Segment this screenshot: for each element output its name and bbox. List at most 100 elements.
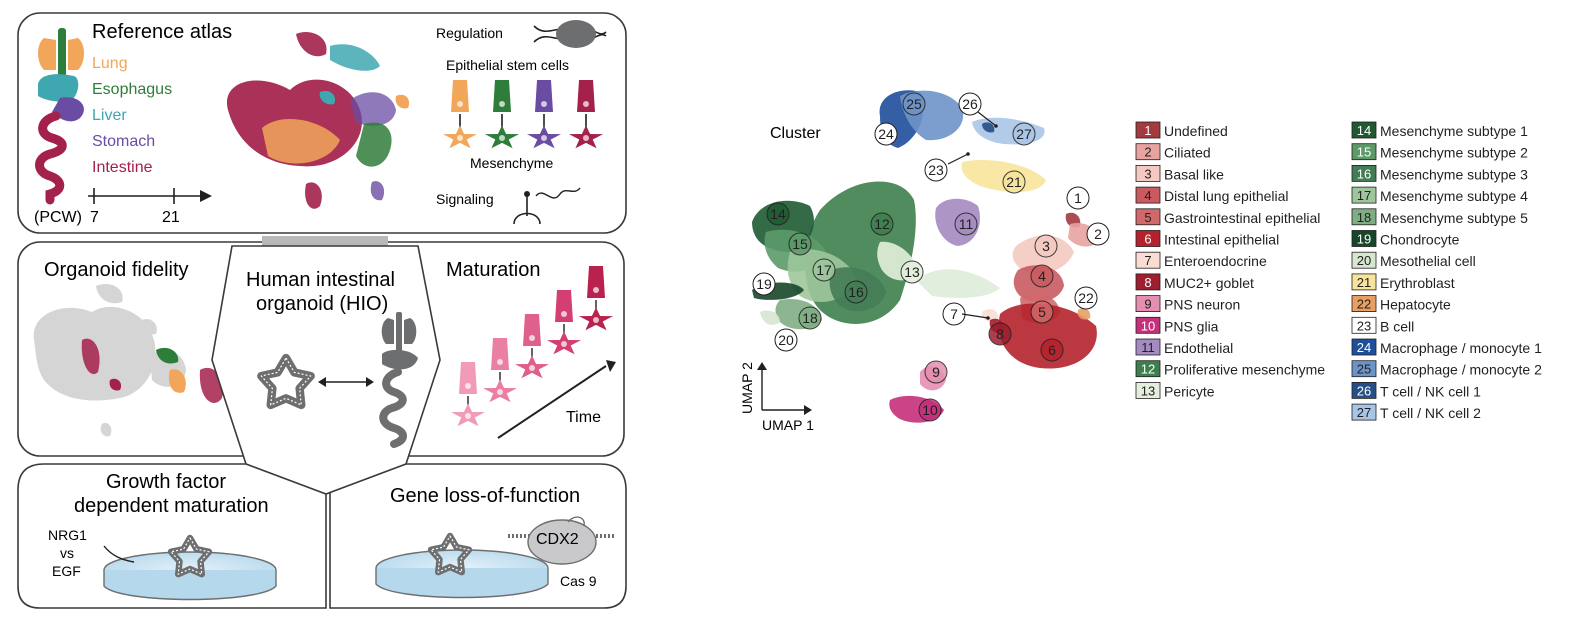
pcw-label: (PCW) xyxy=(34,209,82,226)
legend-swatch-number: 27 xyxy=(1357,405,1371,420)
signaling-label: Signaling xyxy=(436,191,494,207)
legend-label: Endothelial xyxy=(1164,340,1233,356)
umap-cluster-region xyxy=(981,309,999,322)
cluster-callout: 12 xyxy=(870,212,894,236)
umap-cluster-region xyxy=(982,122,995,133)
legend-swatch xyxy=(1351,186,1377,204)
umap-title: Cluster xyxy=(770,125,821,142)
cluster-callout-number: 20 xyxy=(778,332,794,348)
double-arrow xyxy=(318,377,374,387)
legend-label: Mesenchyme subtype 4 xyxy=(1380,188,1528,204)
maturation-cell-icon xyxy=(578,266,614,331)
nrg1-label: NRG1 xyxy=(48,527,87,543)
legend-swatch xyxy=(1351,230,1377,247)
pcw-timeline: (PCW) 7 21 xyxy=(34,188,212,226)
cluster-callout-number: 6 xyxy=(1048,342,1056,358)
cluster-callout: 24 xyxy=(874,122,898,146)
legend-swatch-number: 5 xyxy=(1144,210,1151,225)
legend-label: Ciliated xyxy=(1164,145,1211,161)
cluster-callout: 4 xyxy=(1030,264,1054,288)
cluster-callout: 25 xyxy=(902,92,926,116)
legend-swatch xyxy=(1135,208,1161,226)
legend-label: PNS glia xyxy=(1164,318,1219,334)
legend-swatch xyxy=(1135,381,1161,399)
maturation-cell-icon xyxy=(450,362,486,427)
cluster-callout-number: 3 xyxy=(1042,238,1050,254)
legend-swatch-number: 26 xyxy=(1357,383,1371,398)
legend-label: Mesenchyme subtype 3 xyxy=(1380,166,1528,182)
organ-label: Esophagus xyxy=(92,81,172,98)
culture-dish-icon xyxy=(103,551,277,601)
organoid-icon xyxy=(257,353,315,410)
legend-swatch-number: 4 xyxy=(1144,188,1151,203)
organ-body-icon xyxy=(35,28,84,205)
legend-swatch xyxy=(1135,316,1161,334)
cluster-callout-number: 4 xyxy=(1038,268,1046,284)
legend-swatch xyxy=(1351,121,1377,139)
organ-label: Intestine xyxy=(92,159,153,176)
legend-label: Intestinal epithelial xyxy=(1164,232,1279,248)
cluster-callout: 16 xyxy=(844,280,868,304)
hio-organ-icon xyxy=(379,312,418,448)
legend-swatch xyxy=(1351,143,1377,161)
cluster-callout: 13 xyxy=(900,260,924,284)
cluster-callout-number: 22 xyxy=(1078,290,1094,306)
cluster-callout-number: 18 xyxy=(802,310,818,326)
cluster-callout-number: 15 xyxy=(792,236,808,252)
fidelity-umap xyxy=(33,283,223,437)
cluster-callout-number: 1 xyxy=(1074,190,1082,206)
legend-swatch-number: 1 xyxy=(1144,123,1151,138)
legend-item: 8 MUC2+ goblet xyxy=(1135,273,1254,291)
cluster-callout: 21 xyxy=(1002,170,1026,194)
legend-swatch-number: 24 xyxy=(1357,340,1371,355)
legend-swatch-number: 25 xyxy=(1357,362,1371,377)
legend-swatch xyxy=(1351,403,1377,421)
organoid-icon xyxy=(427,532,473,576)
cluster-callout-number: 13 xyxy=(904,264,920,280)
umap-axes: UMAP 1 UMAP 2 xyxy=(739,362,814,433)
legend-swatch-number: 8 xyxy=(1144,275,1151,290)
cluster-callout-number: 10 xyxy=(922,402,938,418)
legend-swatch-number: 19 xyxy=(1357,232,1371,247)
cluster-callout: 23 xyxy=(924,158,948,182)
cluster-callout: 17 xyxy=(812,258,836,282)
cluster-callout: 3 xyxy=(1034,234,1058,258)
organoid-icon xyxy=(167,534,213,578)
umap-cluster-region xyxy=(760,310,780,325)
legend-label: MUC2+ goblet xyxy=(1164,275,1254,291)
legend-swatch-number: 17 xyxy=(1357,188,1371,203)
legend-swatch-number: 13 xyxy=(1141,383,1155,398)
stem-cells-label: Epithelial stem cells xyxy=(446,57,569,73)
cluster-callout-number: 27 xyxy=(1016,126,1032,142)
legend-item: 6 Intestinal epithelial xyxy=(1135,230,1279,248)
legend-label: T cell / NK cell 2 xyxy=(1380,405,1481,421)
legend-item: 24 Macrophage / monocyte 1 xyxy=(1351,338,1542,356)
organ-label: Lung xyxy=(92,55,128,72)
legend-swatch-number: 6 xyxy=(1144,232,1151,247)
legend-swatch xyxy=(1351,338,1377,356)
legend-label: Chondrocyte xyxy=(1380,232,1460,248)
cluster-callout-number: 9 xyxy=(932,364,940,380)
cluster-callout: 15 xyxy=(788,232,812,256)
legend-item: 19 Chondrocyte xyxy=(1351,230,1460,248)
legend-label: Enteroendocrine xyxy=(1164,253,1267,269)
legend-label: PNS neuron xyxy=(1164,297,1240,313)
legend-swatch xyxy=(1135,164,1161,182)
cluster-callout-number: 25 xyxy=(906,96,922,112)
legend-label: Macrophage / monocyte 1 xyxy=(1380,340,1542,356)
cluster-callout-number: 7 xyxy=(950,306,958,322)
legend-swatch xyxy=(1351,273,1377,291)
legend-swatch-number: 12 xyxy=(1141,362,1155,377)
legend-swatch xyxy=(1135,338,1161,356)
cluster-callout: 10 xyxy=(918,398,942,422)
legend-label: Distal lung epithelial xyxy=(1164,188,1289,204)
